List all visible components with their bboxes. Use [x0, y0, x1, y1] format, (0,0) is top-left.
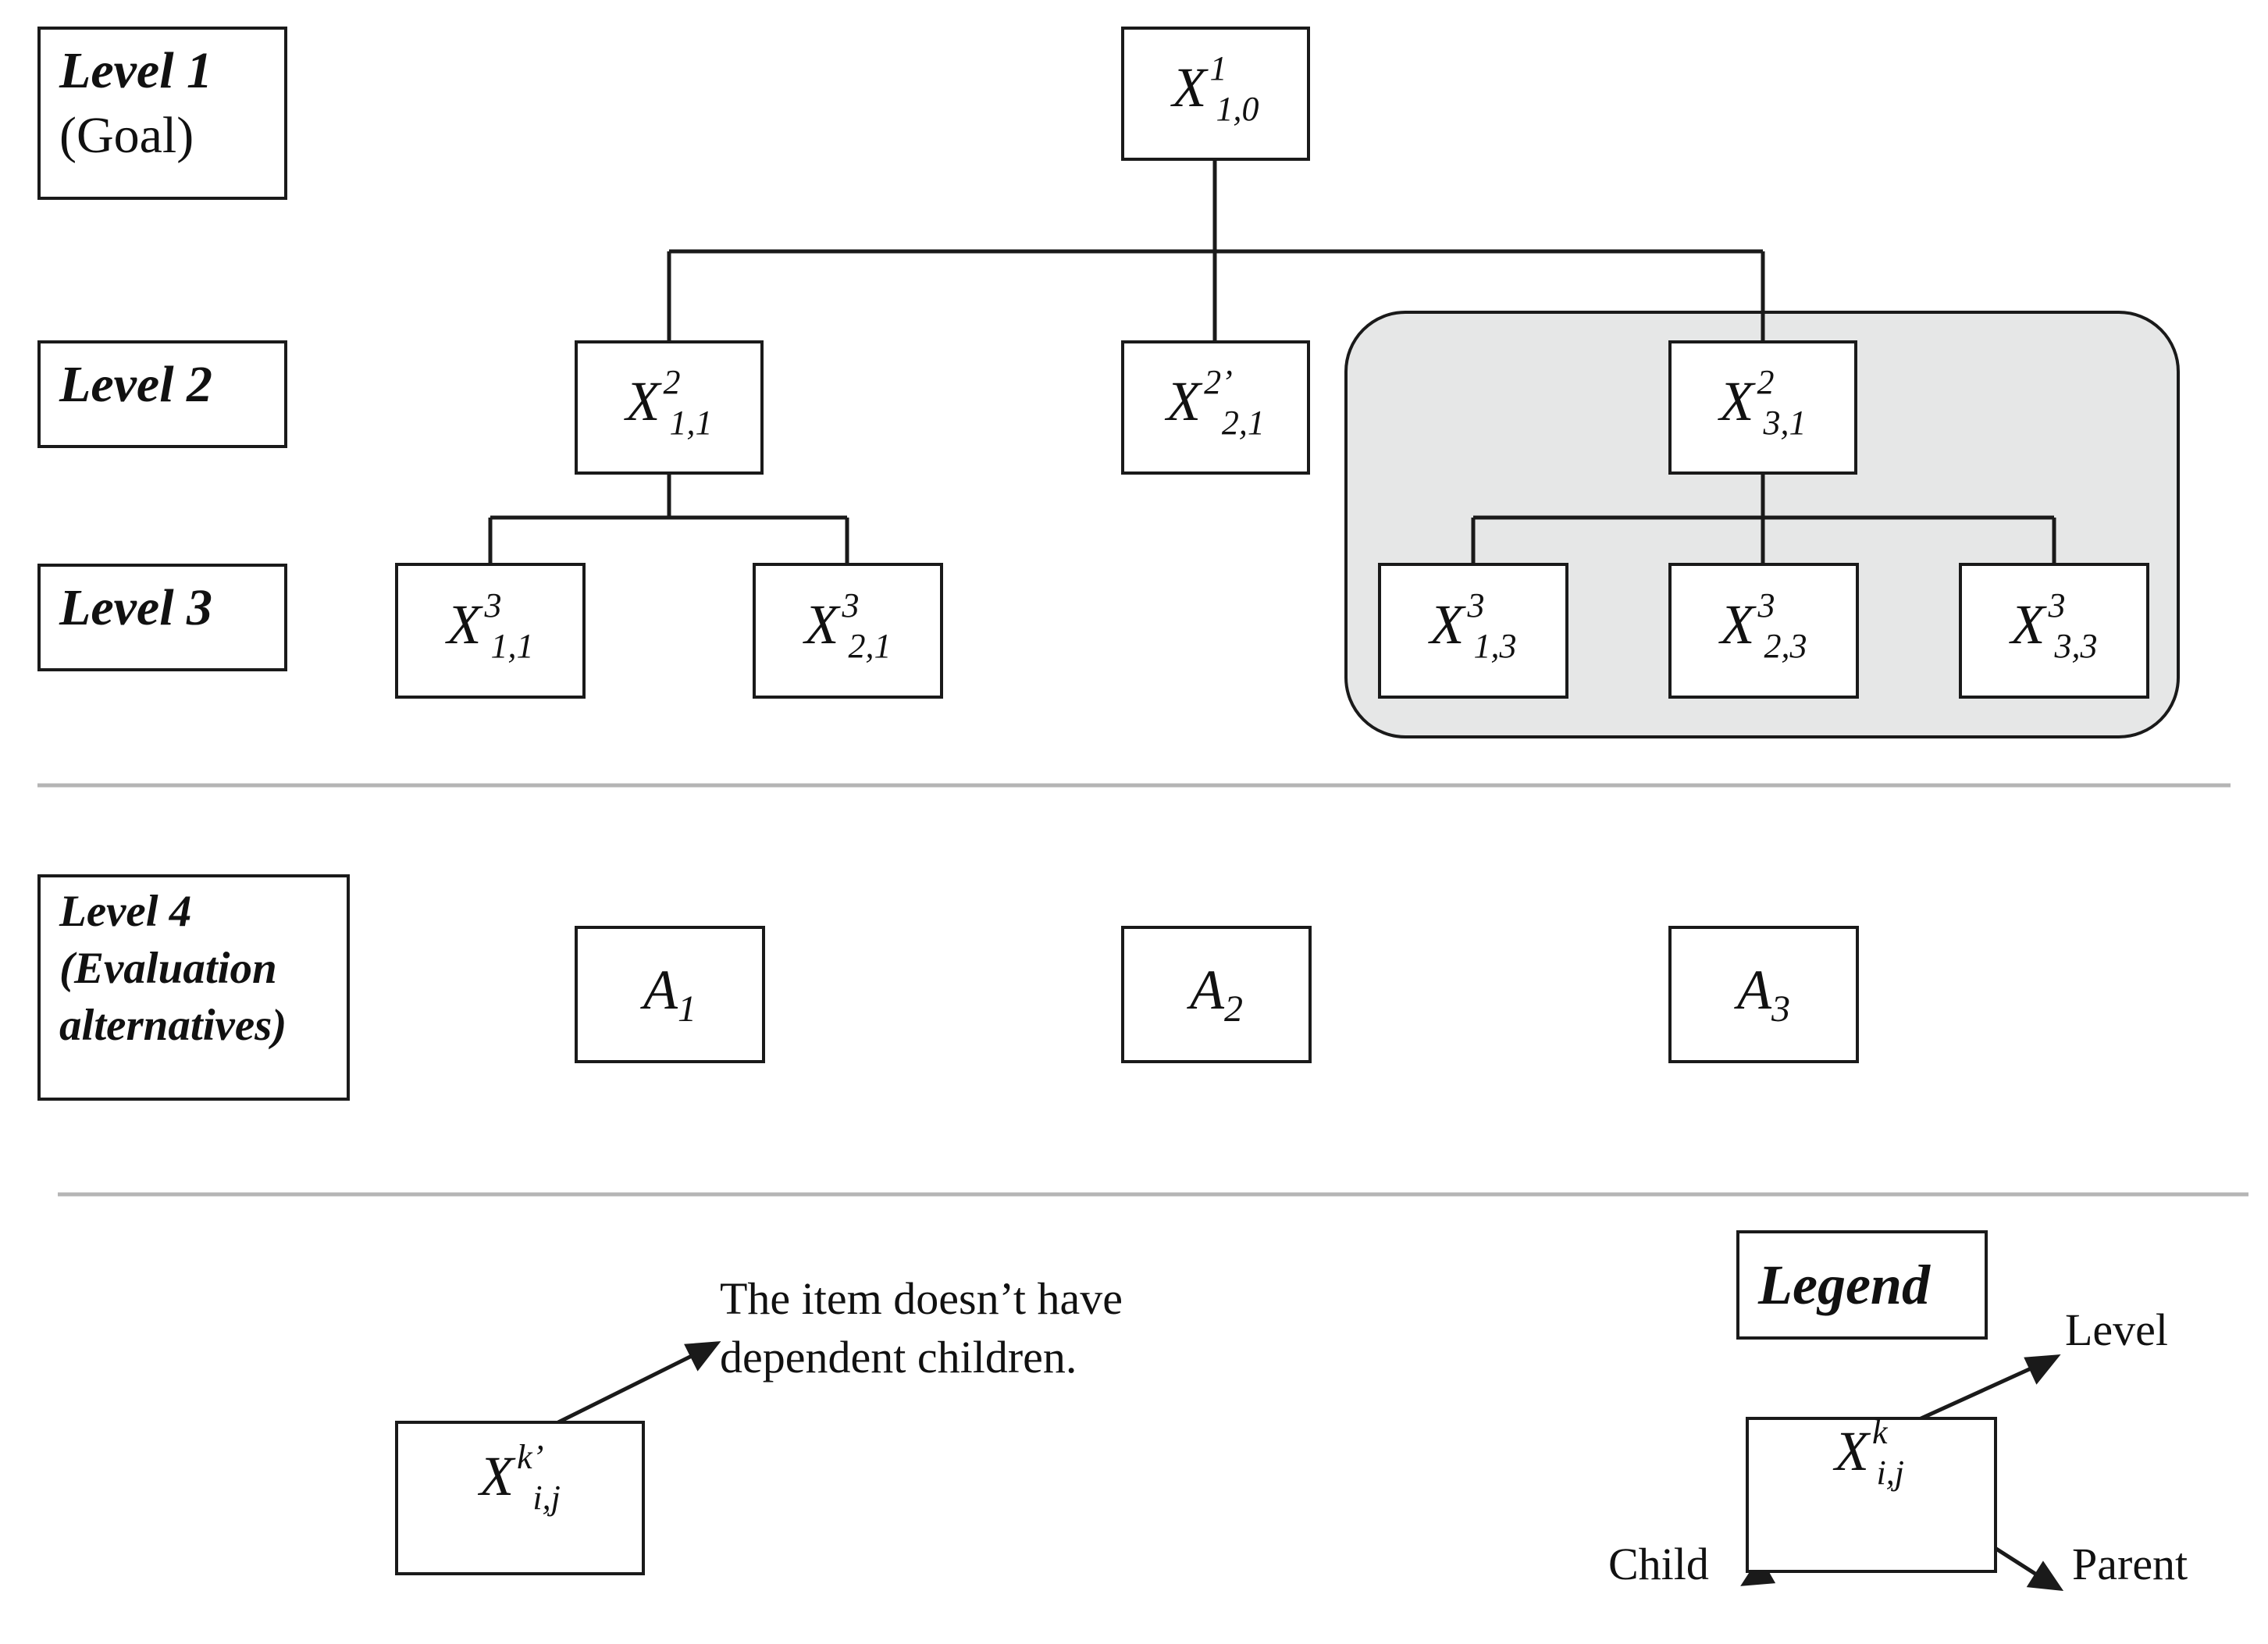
criterion-node-x2-21: X2’2,1: [1121, 340, 1310, 475]
alternative-symbol: A: [1737, 958, 1771, 1021]
criterion-node-x2-11: X21,1: [575, 340, 764, 475]
legend-title-box: Legend: [1736, 1230, 1988, 1340]
subcriterion-node-x3-33: X33,3: [1959, 563, 2149, 699]
legend-parent-arrowhead: [2026, 1560, 2064, 1592]
legend-parent-label: Parent: [2072, 1539, 2188, 1589]
subcriterion-node-label: X33,3: [2010, 586, 2098, 665]
level-1-title: Level 1: [59, 42, 213, 99]
node-index-subscript: 1,3: [1473, 626, 1517, 665]
level-3-label-box: Level 3: [37, 564, 287, 671]
no-children-arrowhead: [684, 1341, 721, 1372]
level-3-title: Level 3: [59, 579, 213, 636]
node-symbol: X: [625, 369, 660, 432]
goal-node: X11,0: [1121, 27, 1310, 161]
legend-child-label: Child: [1608, 1539, 1709, 1589]
subcriterion-node-x3-11: X31,1: [395, 563, 586, 699]
node-symbol: X: [1172, 55, 1207, 119]
alternative-node-a2: A2: [1121, 926, 1312, 1063]
alternative-symbol: A: [643, 958, 678, 1021]
node-symbol: X: [804, 592, 839, 656]
node-symbol: X: [479, 1444, 514, 1507]
subcriterion-node-label: X31,1: [447, 586, 534, 665]
node-level-superscript: 3: [842, 585, 860, 625]
subcriterion-node-label: X32,1: [804, 586, 892, 665]
level-4-label-box: Level 4 (Evaluation alternatives): [37, 874, 350, 1101]
node-index-subscript: 2,1: [848, 626, 892, 665]
node-level-superscript: 3: [484, 585, 502, 625]
goal-node-label: X11,0: [1172, 49, 1259, 128]
alternative-label: A3: [1737, 958, 1790, 1030]
node-level-superscript: 3: [2048, 585, 2066, 625]
alternative-symbol: A: [1190, 958, 1224, 1021]
alternative-node-a1: A1: [575, 926, 765, 1063]
node-index-subscript: 2,3: [1764, 626, 1807, 665]
level-4-subtitle-1: (Evaluation: [59, 943, 277, 993]
node-index-subscript: 1,1: [490, 626, 534, 665]
leaf-note-line-2: dependent children.: [720, 1332, 1077, 1383]
alternative-node-a3: A3: [1668, 926, 1859, 1063]
node-index-subscript: 3,1: [1763, 403, 1807, 442]
alternative-index: 2: [1223, 987, 1243, 1030]
node-level-superscript: k’: [517, 1437, 544, 1476]
subcriterion-node-label: X31,3: [1430, 586, 1517, 665]
node-index-subscript: i,j: [532, 1478, 561, 1517]
node-index-subscript: 2,1: [1221, 403, 1265, 442]
no-children-arrow: [557, 1352, 696, 1425]
leaf-note-line-1: The item doesn’t have: [720, 1273, 1123, 1324]
subcriterion-node-label: X32,3: [1720, 586, 1807, 665]
leaf-example-label: Xk’i,j: [479, 1438, 561, 1517]
legend-level-label: Level: [2065, 1304, 2169, 1355]
criterion-node-x2-31: X23,1: [1668, 340, 1857, 475]
criterion-node-label: X2’2,1: [1166, 363, 1265, 442]
node-symbol: X: [1166, 369, 1202, 432]
node-level-superscript: 3: [1757, 585, 1775, 625]
node-index-subscript: i,j: [1876, 1454, 1904, 1492]
level-1-subtitle: (Goal): [59, 106, 194, 164]
alternative-label: A1: [643, 958, 696, 1030]
alternative-label: A2: [1190, 958, 1243, 1030]
subcriterion-node-x3-23: X32,3: [1668, 563, 1859, 699]
node-symbol: X: [447, 592, 482, 656]
leaf-example-node: Xk’i,j: [395, 1421, 645, 1575]
node-level-superscript: 1: [1209, 48, 1227, 87]
legend-title: Legend: [1758, 1253, 1930, 1316]
legend-node: [1746, 1417, 1997, 1573]
node-symbol: X: [1835, 1420, 1869, 1482]
node-symbol: X: [1430, 592, 1465, 656]
level-4-subtitle-2: alternatives): [59, 1000, 287, 1050]
node-symbol: X: [1720, 592, 1755, 656]
alternative-index: 1: [677, 987, 696, 1030]
node-level-superscript: 2: [663, 362, 681, 401]
node-level-superscript: 2’: [1204, 362, 1233, 401]
node-symbol: X: [1719, 369, 1754, 432]
alternative-index: 3: [1771, 987, 1790, 1030]
level-2-title: Level 2: [59, 356, 213, 413]
node-level-superscript: 3: [1467, 585, 1485, 625]
node-index-subscript: 3,3: [2054, 626, 2098, 665]
level-1-label-box: Level 1 (Goal): [37, 27, 287, 200]
leaf-example-note: The item doesn’t have dependent children…: [720, 1269, 1123, 1387]
legend-node-label: Xk i,j: [1835, 1413, 1904, 1492]
criterion-node-label: X23,1: [1719, 363, 1807, 442]
node-index-subscript: 1,0: [1216, 89, 1259, 128]
node-level-superscript: 2: [1757, 362, 1775, 401]
node-symbol: X: [2010, 592, 2045, 656]
level-4-title: Level 4: [59, 887, 192, 936]
criterion-node-label: X21,1: [625, 363, 713, 442]
subcriterion-node-x3-21: X32,1: [753, 563, 943, 699]
legend-level-arrowhead: [2024, 1354, 2061, 1385]
level-2-label-box: Level 2: [37, 340, 287, 448]
node-index-subscript: 1,1: [669, 403, 713, 442]
node-level-superscript: k: [1871, 1413, 1888, 1451]
subcriterion-node-x3-13: X31,3: [1378, 563, 1568, 699]
